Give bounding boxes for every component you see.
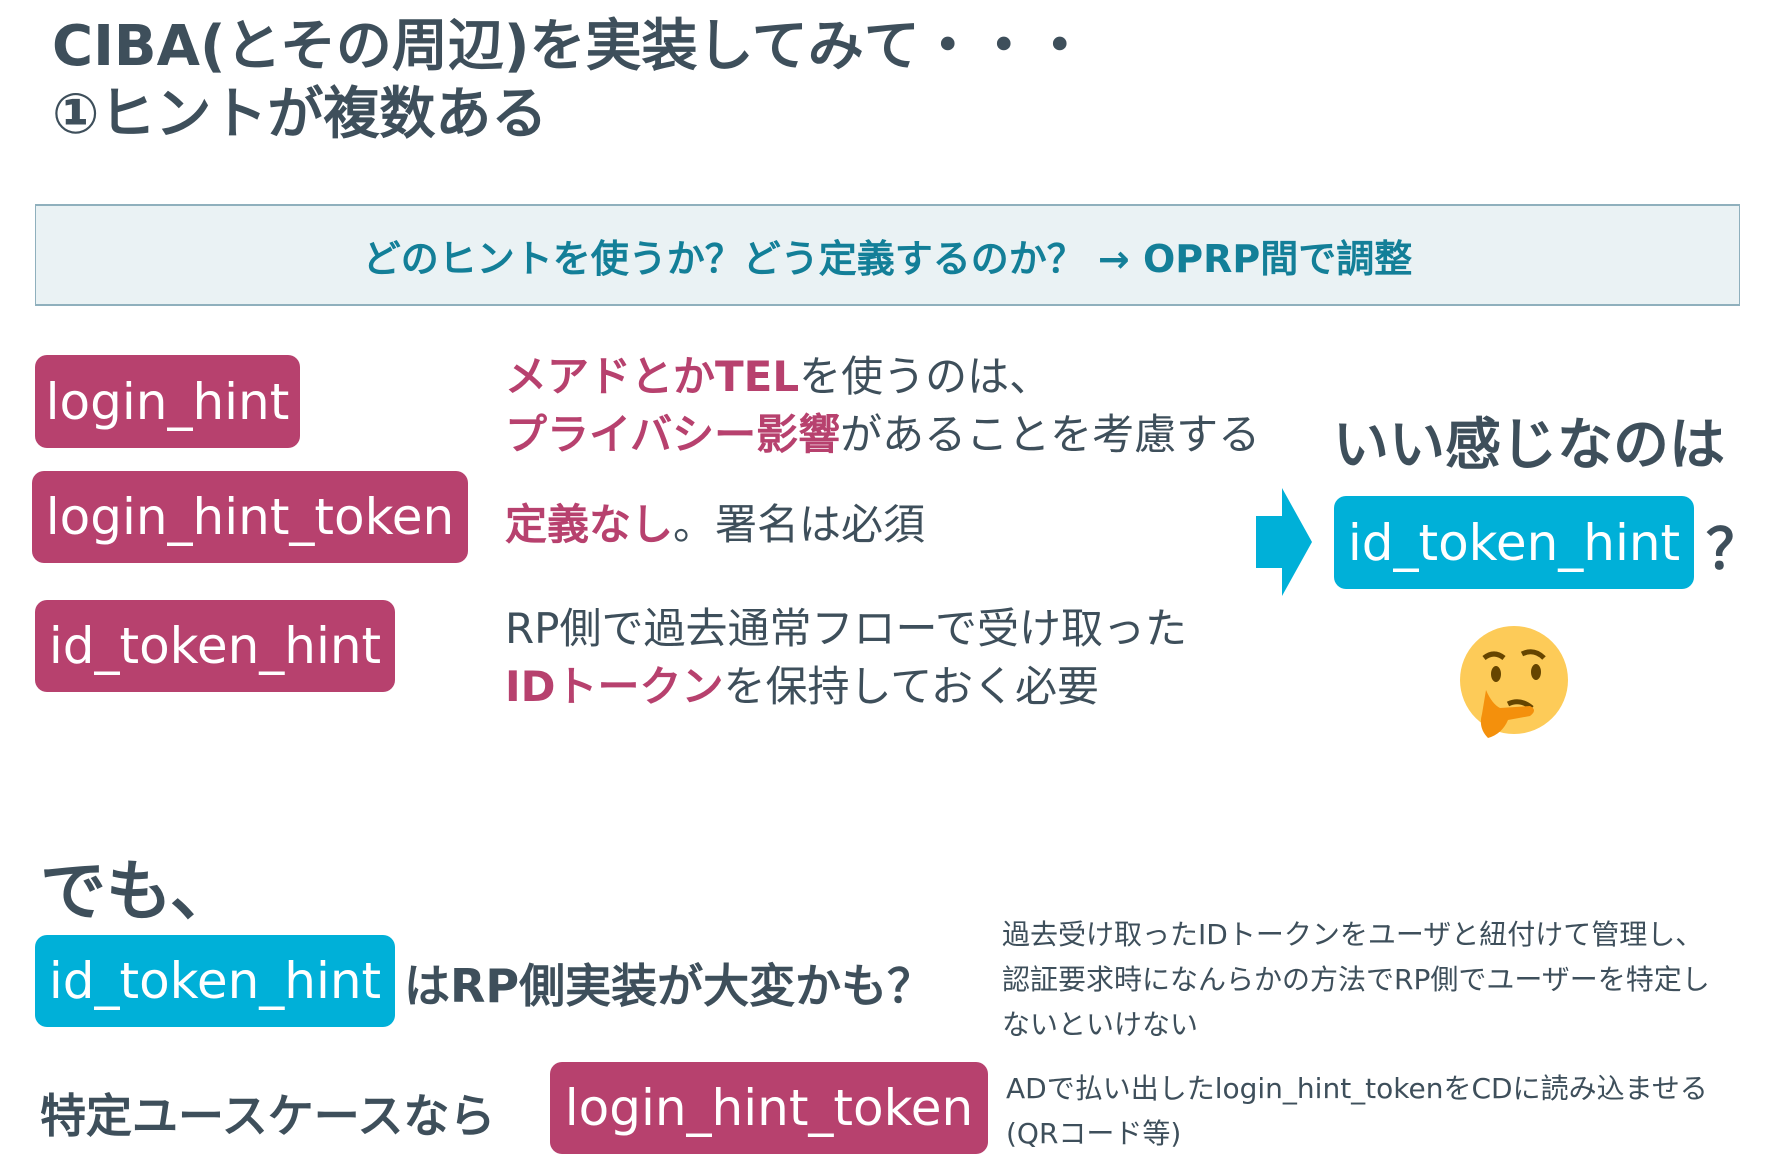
banner-text: どのヒントを使うか？どう定義するのか？ → OPRP間で調整 [362, 236, 1413, 281]
but-pill-id-token-hint: id_token_hint [35, 935, 395, 1027]
hint-desc-login-hint: メアドとかTELを使うのは、 プライバシー影響があることを考慮する [505, 348, 1260, 464]
desc-text: RP側で過去通常フローで受け取った [505, 604, 1187, 653]
desc-text: 。署名は必須 [673, 500, 926, 549]
arrow-right-icon [1256, 488, 1312, 596]
emphasis: IDトークン [505, 662, 724, 711]
emphasis: プライバシー影響 [505, 410, 841, 459]
but-row1-text: はRP側実装が大変かも？ [404, 959, 934, 1013]
hint-desc-id-token-hint: RP側で過去通常フローで受け取った IDトークンを保持しておく必要 [505, 600, 1187, 716]
question-mark: ？ [1706, 518, 1762, 583]
note-line: 過去受け取ったIDトークンをユーザと紐付けて管理し、 [1002, 918, 1704, 951]
but-row2-note: ADで払い出したlogin_hint_tokenをCDに読み込ませる (QRコー… [1006, 1066, 1708, 1156]
hint-pill-id-token-hint: id_token_hint [35, 600, 395, 692]
but-row2-prefix: 特定ユースケースなら [40, 1089, 496, 1143]
slide-title-line2: ①ヒントが複数ある [52, 82, 548, 147]
but-heading: でも、 [40, 853, 237, 930]
hint-pill-login-hint: login_hint [35, 355, 300, 448]
thinking-face-icon [1460, 626, 1568, 738]
desc-text: を使うのは、 [799, 352, 1052, 401]
hint-desc-login-hint-token: 定義なし。署名は必須 [505, 496, 925, 554]
desc-text: があることを考慮する [840, 410, 1261, 459]
emphasis: 定義なし [505, 500, 674, 549]
note-line: (QRコード等) [1006, 1117, 1182, 1150]
emphasis: メアドとかTEL [505, 352, 800, 401]
hint-pill-login-hint-token: login_hint_token [32, 471, 468, 563]
but-row1-note: 過去受け取ったIDトークンをユーザと紐付けて管理し、 認証要求時になんらかの方法… [1002, 912, 1710, 1047]
banner: どのヒントを使うか？どう定義するのか？ → OPRP間で調整 [35, 204, 1740, 306]
desc-text: を保持しておく必要 [723, 662, 1099, 711]
recommend-heading: いい感じなのは [1333, 413, 1725, 478]
slide-title-line1: CIBA(とその周辺)を実装してみて・・・ [52, 14, 1088, 79]
recommend-pill: id_token_hint [1334, 496, 1694, 589]
note-line: 認証要求時になんらかの方法でRP側でユーザーを特定し [1002, 963, 1710, 996]
note-line: ADで払い出したlogin_hint_tokenをCDに読み込ませる [1006, 1072, 1708, 1105]
but-pill-login-hint-token: login_hint_token [550, 1062, 988, 1154]
note-line: ないといけない [1002, 1008, 1199, 1041]
